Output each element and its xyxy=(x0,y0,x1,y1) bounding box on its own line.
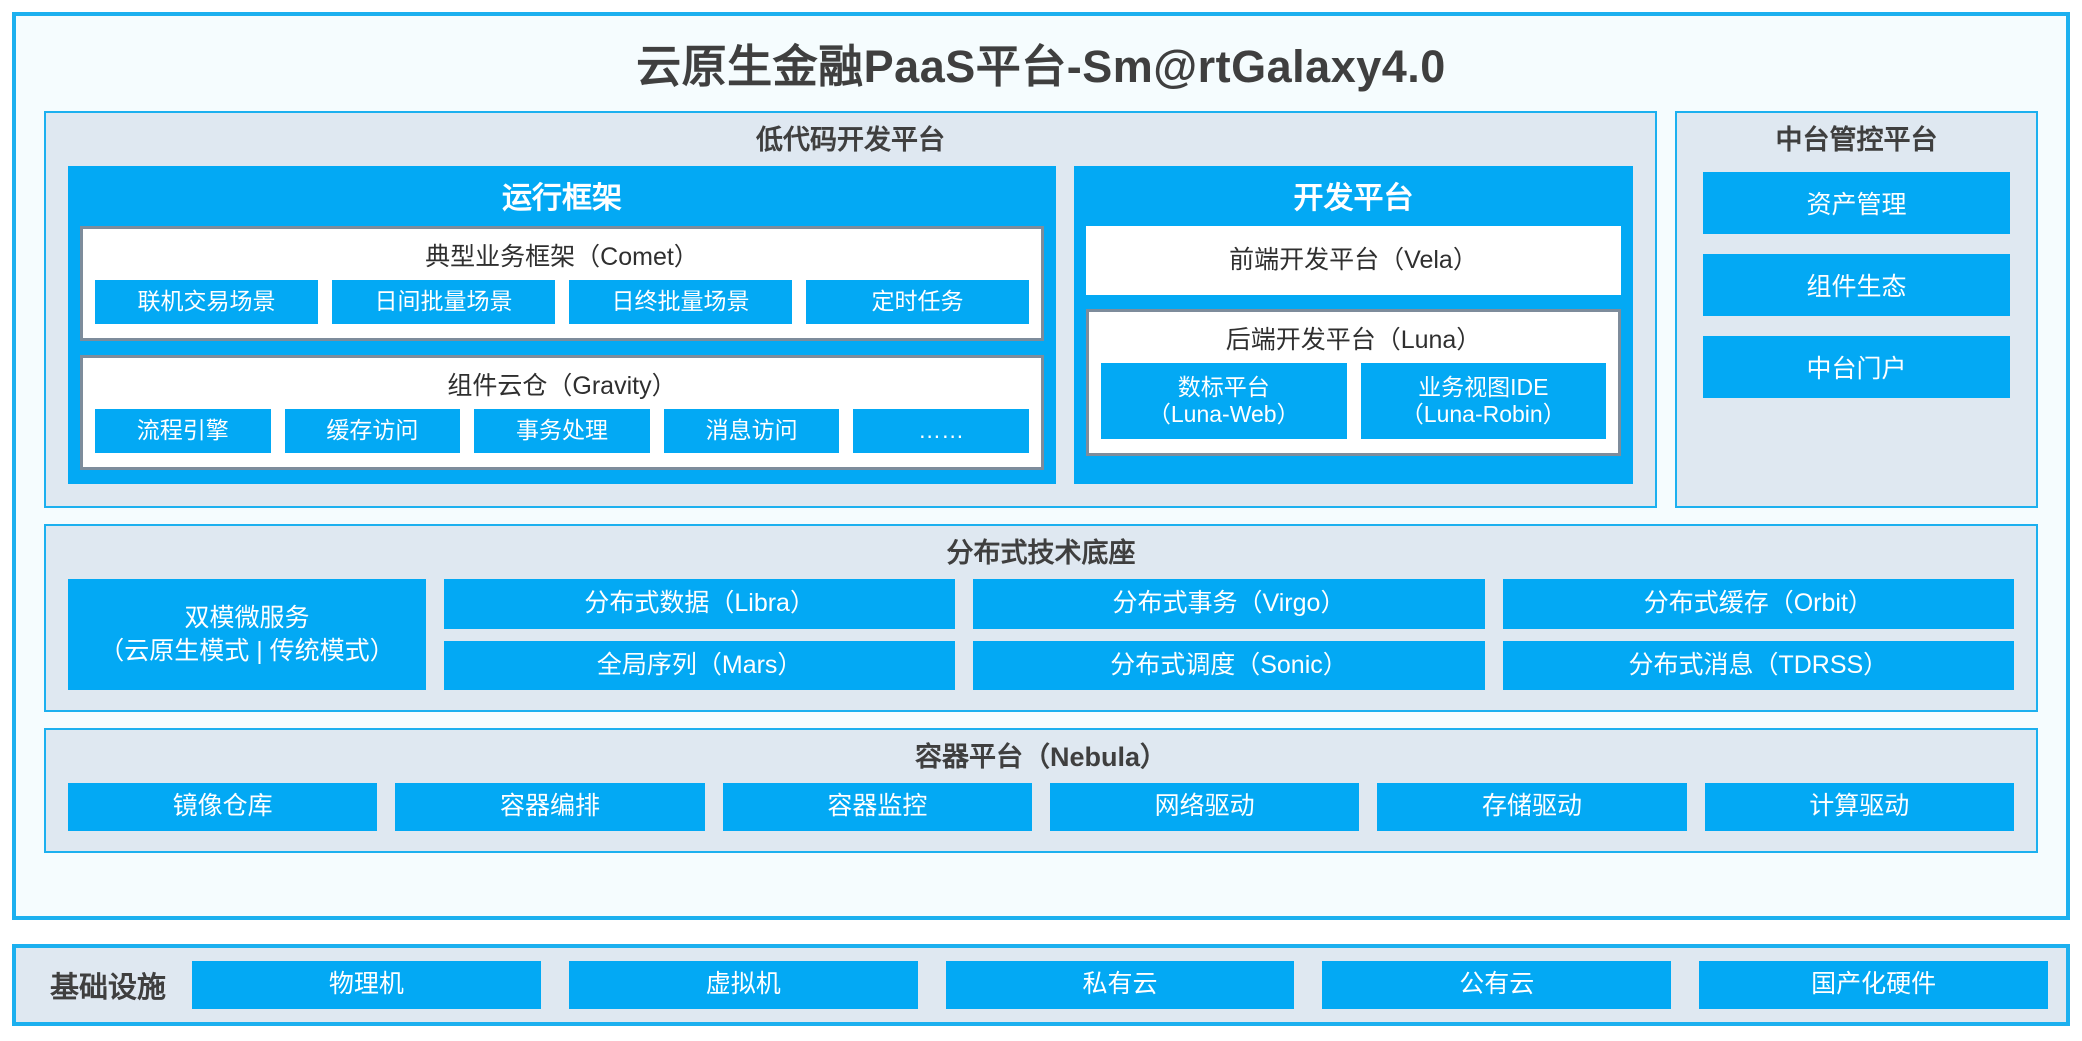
techbase-item-libra[interactable]: 分布式数据（Libra） xyxy=(444,579,956,629)
gravity-item-more[interactable]: …… xyxy=(853,409,1029,453)
runtime-framework-card: 运行框架 典型业务框架（Comet） 联机交易场景 日间批量场景 日终批量场景 … xyxy=(68,166,1056,484)
techbase-column-1: 分布式数据（Libra） 全局序列（Mars） xyxy=(444,579,956,690)
luna-item-web[interactable]: 数标平台 （Luna-Web） xyxy=(1101,363,1347,439)
comet-item[interactable]: 联机交易场景 xyxy=(95,280,318,324)
gravity-item[interactable]: 事务处理 xyxy=(474,409,650,453)
infrastructure-item-public-cloud[interactable]: 公有云 xyxy=(1322,961,1672,1009)
luna-title: 后端开发平台（Luna） xyxy=(1225,326,1482,354)
techbase-column-3: 分布式缓存（Orbit） 分布式消息（TDRSS） xyxy=(1502,579,2014,690)
techbase-item-tdrss[interactable]: 分布式消息（TDRSS） xyxy=(1502,640,2014,690)
infrastructure-panel: 基础设施 物理机 虚拟机 私有云 公有云 国产化硬件 xyxy=(12,944,2070,1026)
techbase-item-mars[interactable]: 全局序列（Mars） xyxy=(444,640,956,690)
container-items: 镜像仓库 容器编排 容器监控 网络驱动 存储驱动 计算驱动 xyxy=(46,783,2036,851)
luna-card: 后端开发平台（Luna） 数标平台 （Luna-Web） 业务视图IDE （Lu… xyxy=(1086,309,1621,456)
gravity-item[interactable]: 缓存访问 xyxy=(284,409,461,453)
infrastructure-item-private-cloud[interactable]: 私有云 xyxy=(945,961,1295,1009)
infrastructure-item-physical[interactable]: 物理机 xyxy=(192,961,541,1009)
techbase-item-virgo[interactable]: 分布式事务（Virgo） xyxy=(973,579,1485,629)
infrastructure-items: 物理机 虚拟机 私有云 公有云 国产化硬件 xyxy=(192,961,2048,1009)
techbase-title: 分布式技术底座 xyxy=(946,538,1136,568)
main-architecture-panel: 云原生金融PaaS平台-Sm@rtGalaxy4.0 低代码开发平台 运行框架 … xyxy=(12,12,2070,920)
midoffice-item-asset[interactable]: 资产管理 xyxy=(1703,172,2010,234)
gravity-item[interactable]: 流程引擎 xyxy=(95,409,271,453)
container-item-compute-driver[interactable]: 计算驱动 xyxy=(1704,783,2014,831)
midoffice-item-component[interactable]: 组件生态 xyxy=(1703,254,2010,316)
infrastructure-item-virtual[interactable]: 虚拟机 xyxy=(568,961,918,1009)
techbase-microservice-wrapper: 双模微服务 （云原生模式 | 传统模式） xyxy=(68,579,426,690)
dev-platform-card: 开发平台 前端开发平台（Vela） 后端开发平台（Luna） 数标平台 （Lun… xyxy=(1074,166,1633,484)
container-wrapper: 容器平台（Nebula） 镜像仓库 容器编排 容器监控 网络驱动 存储驱动 计算… xyxy=(16,712,2066,853)
luna-item-robin[interactable]: 业务视图IDE （Luna-Robin） xyxy=(1360,363,1606,439)
comet-card: 典型业务框架（Comet） 联机交易场景 日间批量场景 日终批量场景 定时任务 xyxy=(80,226,1044,341)
midoffice-item-portal[interactable]: 中台门户 xyxy=(1703,336,2010,398)
gravity-title: 组件云仓（Gravity） xyxy=(447,372,677,400)
dev-platform-title: 开发平台 xyxy=(1293,182,1414,215)
techbase-microservice[interactable]: 双模微服务 （云原生模式 | 传统模式） xyxy=(68,579,426,690)
infrastructure-label: 基础设施 xyxy=(50,972,167,1004)
vela-card[interactable]: 前端开发平台（Vela） xyxy=(1086,226,1621,295)
lowcode-platform-panel: 低代码开发平台 运行框架 典型业务框架（Comet） 联机交易场景 日间批量场景… xyxy=(44,111,1657,508)
comet-title: 典型业务框架（Comet） xyxy=(425,243,699,271)
gravity-item[interactable]: 消息访问 xyxy=(663,409,840,453)
lowcode-platform-title: 低代码开发平台 xyxy=(756,125,945,155)
techbase-column-2: 分布式事务（Virgo） 分布式调度（Sonic） xyxy=(973,579,1485,690)
container-item-network-driver[interactable]: 网络驱动 xyxy=(1049,783,1360,831)
comet-item[interactable]: 定时任务 xyxy=(806,280,1029,324)
container-item-orchestration[interactable]: 容器编排 xyxy=(395,783,705,831)
container-platform-panel: 容器平台（Nebula） 镜像仓库 容器编排 容器监控 网络驱动 存储驱动 计算… xyxy=(44,728,2038,853)
techbase-panel: 分布式技术底座 双模微服务 （云原生模式 | 传统模式） 分布式数据（Libra… xyxy=(44,524,2038,712)
techbase-body: 双模微服务 （云原生模式 | 传统模式） 分布式数据（Libra） 全局序列（M… xyxy=(46,579,2036,710)
upper-row: 低代码开发平台 运行框架 典型业务框架（Comet） 联机交易场景 日间批量场景… xyxy=(16,111,2066,508)
container-item-monitoring[interactable]: 容器监控 xyxy=(722,783,1032,831)
comet-item[interactable]: 日间批量场景 xyxy=(332,280,555,324)
midoffice-items: 资产管理 组件生态 中台门户 xyxy=(1677,166,2036,506)
midoffice-platform-panel: 中台管控平台 资产管理 组件生态 中台门户 xyxy=(1675,111,2038,508)
infrastructure-item-domestic-hardware[interactable]: 国产化硬件 xyxy=(1699,961,2048,1009)
container-platform-title: 容器平台（Nebula） xyxy=(914,742,1168,772)
gravity-chip-row: 流程引擎 缓存访问 事务处理 消息访问 …… xyxy=(95,409,1029,453)
techbase-item-orbit[interactable]: 分布式缓存（Orbit） xyxy=(1502,579,2014,629)
luna-chip-row: 数标平台 （Luna-Web） 业务视图IDE （Luna-Robin） xyxy=(1101,363,1606,439)
techbase-wrapper: 分布式技术底座 双模微服务 （云原生模式 | 传统模式） 分布式数据（Libra… xyxy=(16,508,2066,712)
container-item-registry[interactable]: 镜像仓库 xyxy=(68,783,378,831)
midoffice-platform-title: 中台管控平台 xyxy=(1775,125,1938,155)
container-item-storage-driver[interactable]: 存储驱动 xyxy=(1377,783,1687,831)
comet-item[interactable]: 日终批量场景 xyxy=(569,280,792,324)
techbase-item-sonic[interactable]: 分布式调度（Sonic） xyxy=(973,640,1485,690)
gravity-card: 组件云仓（Gravity） 流程引擎 缓存访问 事务处理 消息访问 …… xyxy=(80,355,1044,470)
runtime-framework-title: 运行框架 xyxy=(502,182,622,215)
comet-chip-row: 联机交易场景 日间批量场景 日终批量场景 定时任务 xyxy=(95,280,1029,324)
page-title: 云原生金融PaaS平台-Sm@rtGalaxy4.0 xyxy=(636,41,1446,92)
